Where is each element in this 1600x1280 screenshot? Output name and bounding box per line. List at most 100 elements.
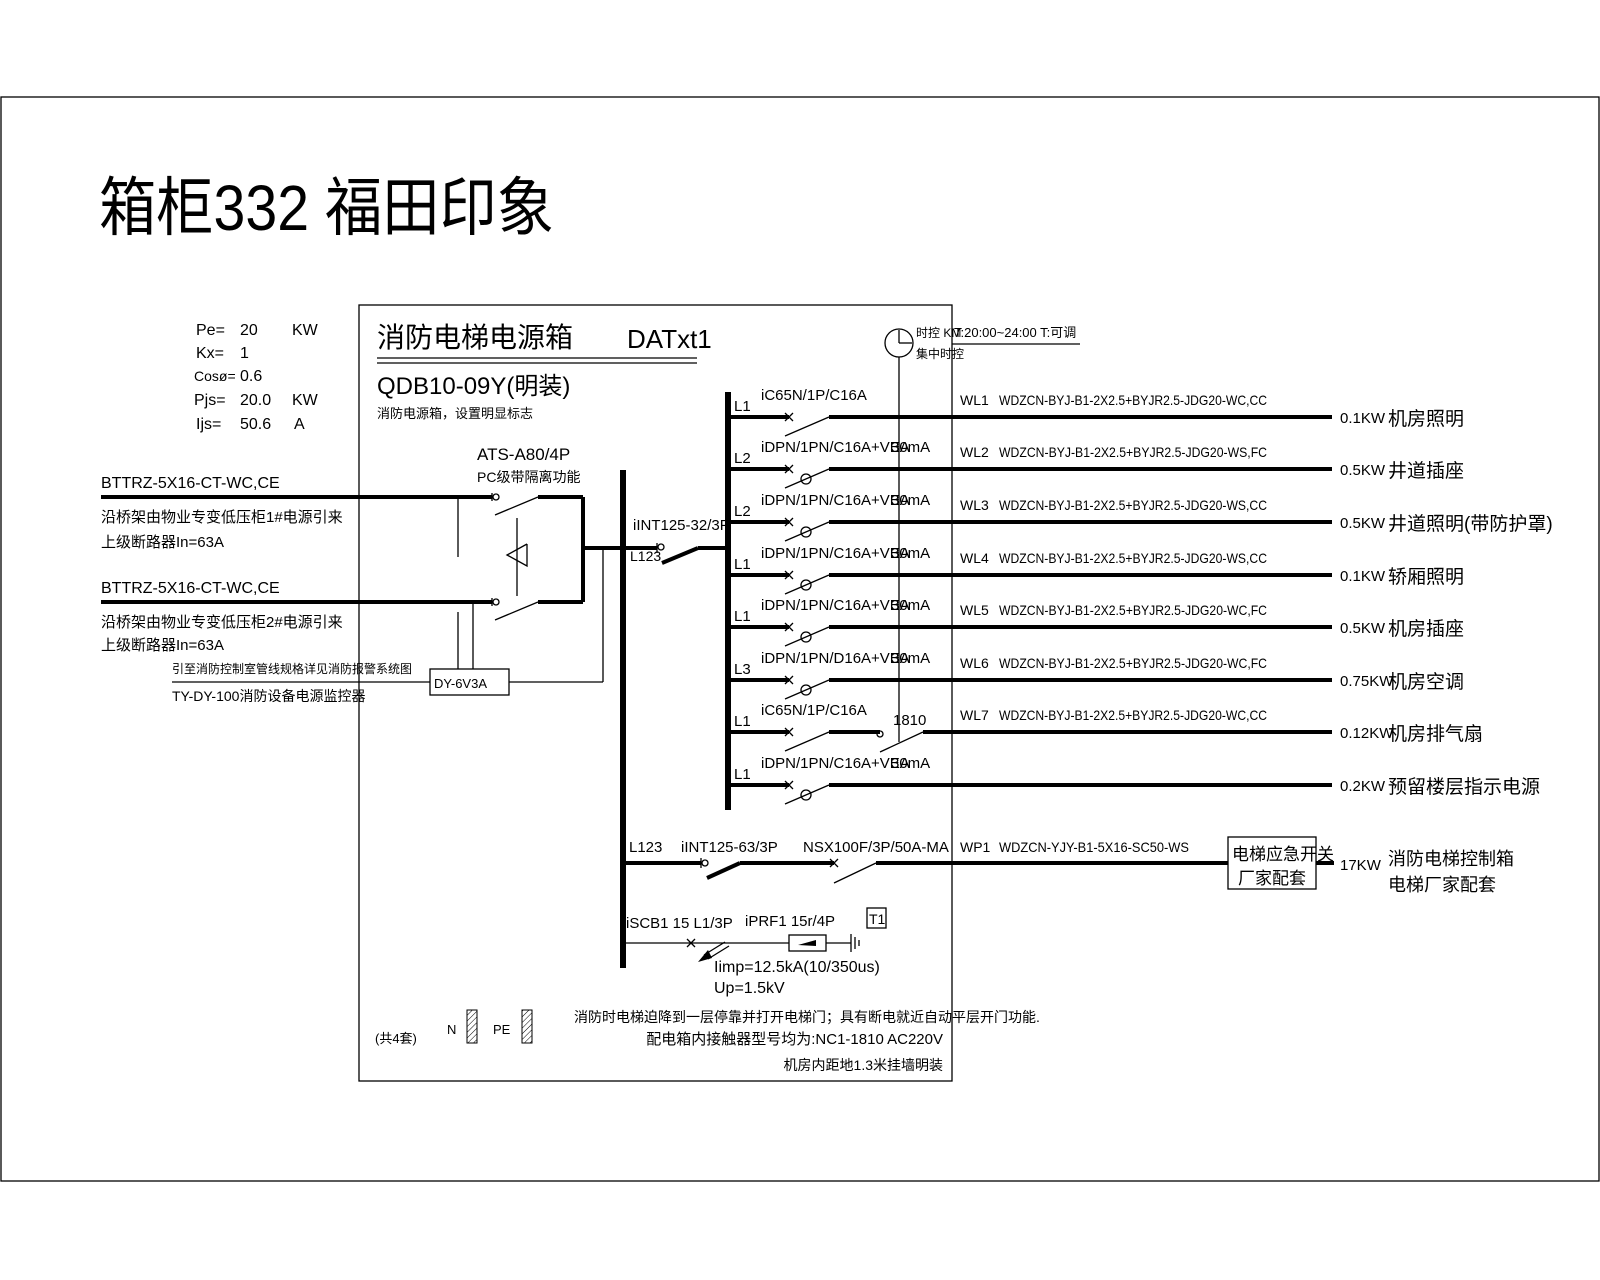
main-breaker-blade [661, 546, 699, 565]
note-line: 消防时电梯迫降到一层停靠并打开电梯门；具有断电就近自动平层开门功能. [574, 1009, 1040, 1026]
branch-circuit: WL6 [960, 655, 989, 671]
main-breaker-phase: L123 [630, 548, 661, 564]
incoming-note: 上级断路器In=63A [101, 637, 224, 654]
branch-circuit: WL3 [960, 497, 989, 513]
param-value: 0.6 [240, 368, 262, 385]
branch-power: 0.5KW [1340, 462, 1386, 479]
branch-power: 0.1KW [1340, 568, 1386, 585]
branch-load: 机房空调 [1388, 671, 1464, 693]
wp1-power: 17KW [1340, 857, 1382, 874]
timer-desc: 集中时控 [916, 346, 964, 361]
branch-load: 机房照明 [1388, 408, 1464, 430]
spd-iimp: Iimp=12.5kA(10/350us) [714, 959, 880, 976]
breaker-blade [784, 468, 830, 489]
breaker-x-icon [784, 675, 794, 685]
branch-phase: L2 [734, 503, 751, 520]
branch-power: 0.75KW [1340, 673, 1394, 690]
param-value: 1 [240, 345, 249, 362]
branch-power: 0.12KW [1340, 725, 1394, 742]
wp1-load: 电梯厂家配套 [1388, 875, 1496, 895]
branch-phase: L1 [734, 398, 751, 415]
branch-circuit: WL2 [960, 444, 989, 460]
pe-terminal-label: PE [493, 1022, 511, 1037]
breaker-x-icon [784, 727, 794, 737]
branch-rcd: 30mA [891, 492, 930, 509]
surge-protector: iSCB1 15 L1/3P iPRF1 15r/4P T1 Iimp=12.5… [623, 907, 887, 997]
branch-rcd: 30mA [891, 650, 930, 667]
wp1-load: 消防电梯控制箱 [1388, 849, 1514, 869]
wp1-breaker1: iINT125-63/3P [681, 839, 778, 856]
param-label: Pe= [196, 322, 225, 339]
branch-phase: L1 [734, 556, 751, 573]
spd-arrow-icon [698, 950, 712, 962]
param-label: Pjs= [194, 392, 226, 409]
branch-load: 井道照明(带防护罩) [1388, 513, 1553, 535]
breaker-x-icon [784, 780, 794, 790]
branch-circuit: WL4 [960, 550, 989, 566]
branch-cable: WDZCN-BYJ-B1-2X2.5+BYJR2.5-JDG20-WS,CC [999, 497, 1267, 513]
branch-rcd: 30mA [891, 545, 930, 562]
wp1-cable: WDZCN-YJY-B1-5X16-SC50-WS [999, 839, 1189, 855]
branch-breaker: iDPN/1PN/C16A+VEA [761, 492, 910, 509]
branch-breaker: iDPN/1PN/C16A+VEA [761, 597, 910, 614]
breaker-x-icon [784, 517, 794, 527]
branch-power: 0.5KW [1340, 620, 1386, 637]
wp1-breaker2: NSX100F/3P/50A-MA [803, 839, 949, 856]
contactor-label: 1810 [893, 712, 926, 729]
branch-breaker: iDPN/1PN/D16A+VEA [761, 650, 910, 667]
breaker-blade [784, 574, 830, 595]
timer-setting: T:20:00~24:00 T:可调 [954, 325, 1076, 340]
branch-power: 0.1KW [1340, 410, 1386, 427]
param-value: 50.6 [240, 416, 271, 433]
branch-load: 轿厢照明 [1388, 566, 1464, 588]
branch-phase: L3 [734, 661, 751, 678]
param-unit: KW [292, 392, 319, 409]
branch-power: 0.2KW [1340, 778, 1386, 795]
ground-icon [850, 934, 860, 952]
note-line: 配电箱内接触器型号均为:NC1-1810 AC220V [646, 1031, 943, 1048]
param-label: Ijs= [196, 416, 221, 433]
branch-phase: L2 [734, 450, 751, 467]
panel-note: 消防电源箱，设置明显标志 [377, 406, 533, 421]
branch-phase: L1 [734, 766, 751, 783]
wp1-circuit: WP1 [960, 839, 991, 855]
spd-tag: T1 [869, 911, 886, 927]
contactor-blade [879, 731, 924, 753]
incoming-note: 沿桥架由物业专变低压柜2#电源引来 [101, 614, 343, 631]
monitor-module-label: DY-6V3A [434, 676, 487, 691]
elevator-feeder: L123 iINT125-63/3P NSX100F/3P/50A-MA WP1… [623, 836, 1514, 895]
branch-phase: L1 [734, 713, 751, 730]
param-label: Cosø= [194, 368, 236, 384]
branch-cable: WDZCN-BYJ-B1-2X2.5+BYJR2.5-JDG20-WS,CC [999, 550, 1267, 566]
rcd-icon [800, 579, 812, 591]
branch-breaker: iC65N/1P/C16A [761, 702, 867, 719]
branch-cable: WDZCN-BYJ-B1-2X2.5+BYJR2.5-JDG20-WC,CC [999, 392, 1267, 408]
main-breaker-model: iINT125-32/3P [633, 517, 730, 534]
breaker-blade [784, 626, 830, 647]
breaker-contact [657, 543, 665, 551]
branch-cable: WDZCN-BYJ-B1-2X2.5+BYJR2.5-JDG20-WC,FC [999, 602, 1267, 618]
spd-up: Up=1.5kV [714, 980, 785, 997]
branch-breaker: iDPN/1PN/C16A+VEA [761, 755, 910, 772]
branch-circuit: WL7 [960, 707, 989, 723]
set-count: (共4套) [375, 1031, 417, 1046]
emergency-switch-label: 电梯应急开关 [1232, 845, 1334, 864]
incoming-cable: BTTRZ-5X16-CT-WC,CE [101, 580, 280, 597]
fire-link-device: TY-DY-100消防设备电源监控器 [172, 688, 365, 704]
branch-rcd: 30mA [891, 755, 930, 772]
breaker-x-icon [784, 464, 794, 474]
pe-terminal-bar [521, 1009, 533, 1044]
breaker-x-icon [784, 570, 794, 580]
rcd-icon [800, 631, 812, 643]
branch-cable: WDZCN-BYJ-B1-2X2.5+BYJR2.5-JDG20-WC,CC [999, 707, 1267, 723]
branch-load: 机房插座 [1388, 618, 1464, 640]
branch-cable: WDZCN-BYJ-B1-2X2.5+BYJR2.5-JDG20-WS,FC [999, 444, 1267, 460]
spd-breaker: iSCB1 15 L1/3P [626, 915, 733, 932]
ats-desc: PC级带隔离功能 [477, 469, 580, 485]
rcd-icon [800, 789, 812, 801]
param-value: 20.0 [240, 392, 271, 409]
panel-model: QDB10-09Y(明装) [377, 373, 570, 400]
spd-tag-box [866, 907, 887, 929]
rcd-icon [800, 684, 812, 696]
